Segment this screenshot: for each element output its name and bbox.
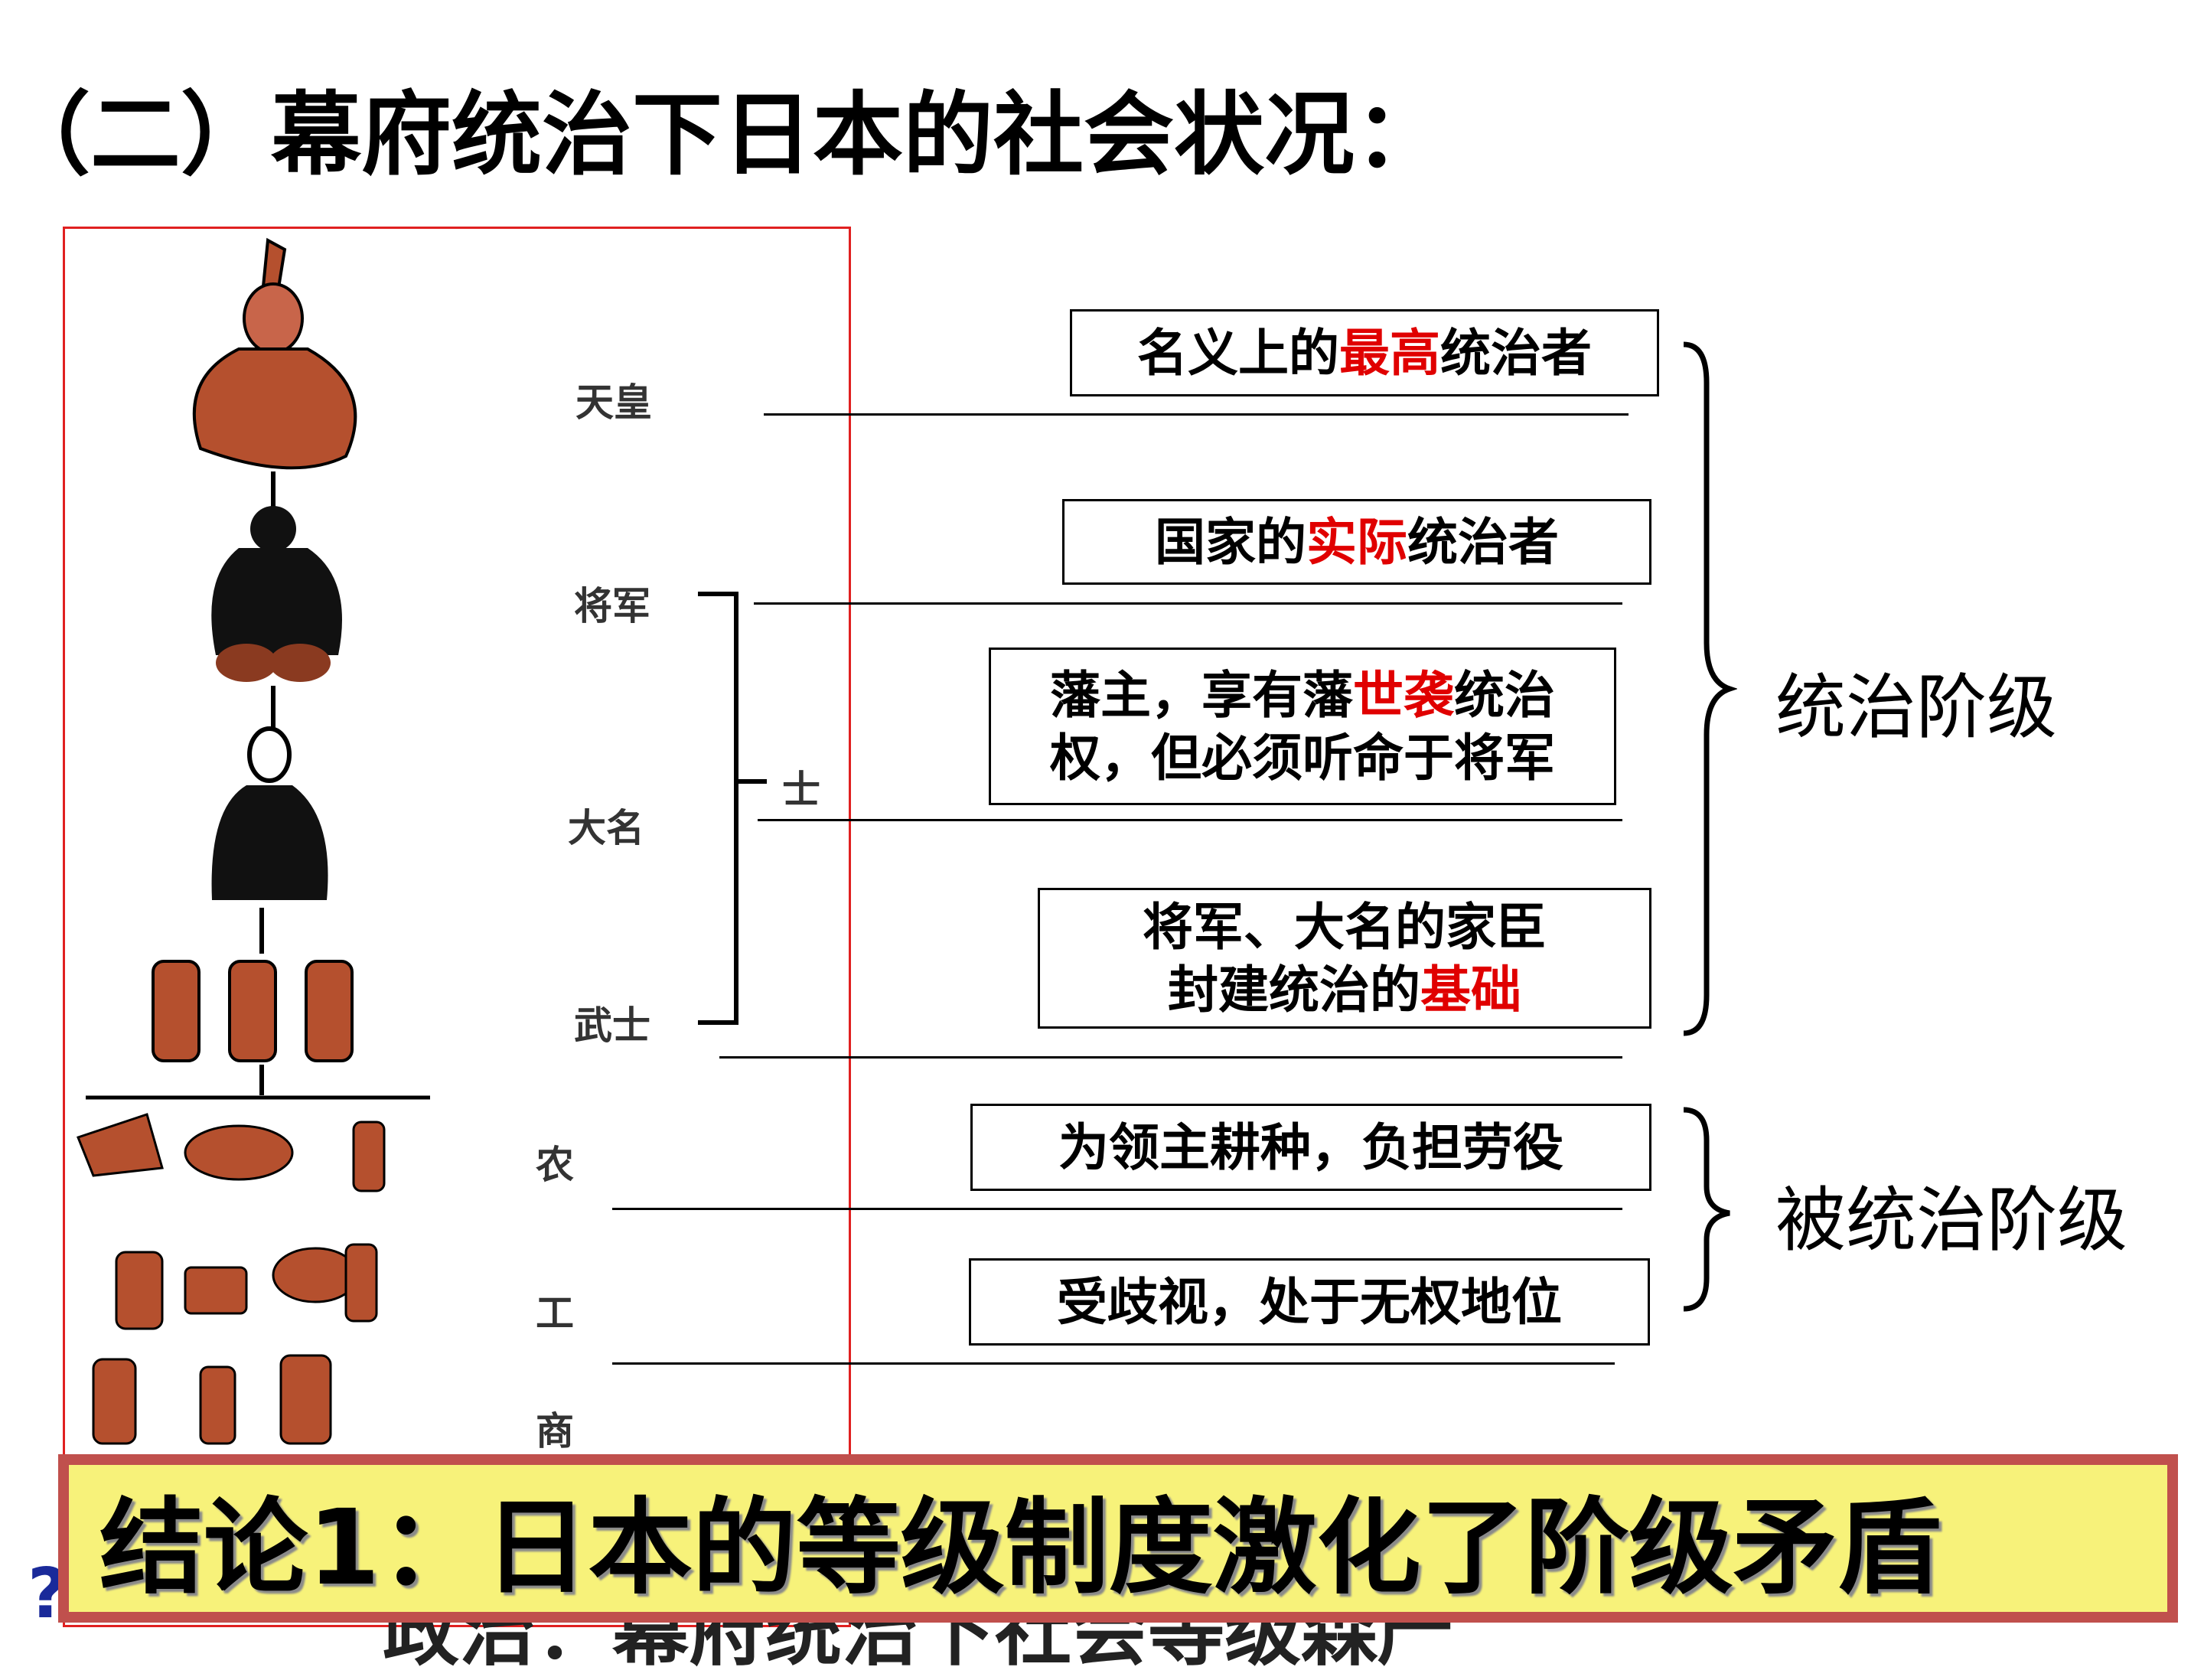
connector-line-shogun [754, 602, 1622, 605]
daimyo-figure-icon [211, 726, 328, 900]
description-box-emperor: 名义上的最高统治者 [1070, 309, 1659, 396]
desc-daimyo-line1-post: 统治 [1454, 664, 1555, 725]
connector-line-peasant [612, 1208, 1622, 1210]
desc-peasant: 为领主耕种，负担劳役 [1058, 1117, 1563, 1177]
desc-emperor-red: 最高 [1339, 322, 1440, 383]
rank-label-artisan: 工 [536, 1290, 574, 1336]
rank-label-shi: 士 [782, 767, 820, 812]
ruling-class-brace [1683, 341, 1737, 1036]
rank-label-shogun: 将军 [574, 583, 650, 628]
samurai-figures-icon [152, 960, 354, 1062]
description-box-shogun: 国家的实际统治者 [1062, 499, 1651, 585]
description-box-artisan-merchant: 受歧视，处于无权地位 [969, 1258, 1650, 1346]
desc-daimyo-line1-pre: 藩主，享有藩 [1050, 664, 1353, 725]
desc-daimyo-line2: 权，但必须听命于将军 [1050, 728, 1555, 788]
desc-samurai-line2-red: 基础 [1420, 960, 1521, 1019]
ruled-class-label: 被统治阶级 [1775, 1179, 2128, 1261]
conclusion-box: 结论1：日本的等级制度激化了阶级矛盾 [58, 1454, 2178, 1623]
rank-label-emperor: 天皇 [575, 380, 652, 425]
page-title: （二）幕府统治下日本的社会状况： [0, 82, 1446, 188]
ruling-class-label: 统治阶级 [1775, 667, 2058, 749]
description-box-samurai: 将军、大名的家臣 封建统治的基础 [1038, 888, 1651, 1029]
connector-line-emperor [764, 413, 1629, 416]
desc-shogun-pre: 国家的 [1155, 511, 1306, 572]
desc-emperor-pre: 名义上的 [1137, 322, 1339, 383]
shogun-figure-icon [211, 506, 342, 682]
peasant-figures-icon [77, 1113, 386, 1192]
emperor-figure-icon [192, 237, 357, 470]
hierarchy-illustration-frame [63, 227, 851, 1627]
rank-label-merchant: 商 [536, 1408, 574, 1453]
artisan-figures-icon [115, 1243, 378, 1330]
desc-emperor-post: 统治者 [1440, 322, 1592, 383]
desc-daimyo-line1-red: 世袭 [1353, 664, 1454, 725]
rank-label-samurai: 武士 [574, 1003, 650, 1048]
ruled-class-brace [1683, 1107, 1730, 1312]
connector-line-samurai [719, 1056, 1622, 1059]
hierarchy-illustration [77, 237, 767, 1445]
rank-label-daimyo: 大名 [568, 805, 644, 850]
description-box-daimyo: 藩主，享有藩世袭统治 权，但必须听命于将军 [989, 648, 1616, 805]
desc-shogun-post: 统治者 [1407, 511, 1559, 572]
desc-artisan-merchant: 受歧视，处于无权地位 [1057, 1271, 1562, 1332]
desc-shogun-red: 实际 [1306, 511, 1407, 572]
conclusion-text: 结论1：日本的等级制度激化了阶级矛盾 [99, 1487, 1942, 1609]
shi-bracket [698, 592, 738, 1025]
merchant-figures-icon [92, 1354, 332, 1445]
rank-label-peasant: 农 [536, 1142, 574, 1187]
connector-line-artisan [612, 1362, 1615, 1365]
desc-samurai-line1: 将军、大名的家臣 [1143, 896, 1547, 957]
description-box-peasant: 为领主耕种，负担劳役 [970, 1104, 1651, 1191]
desc-samurai-line2-pre: 封建统治的 [1168, 960, 1420, 1019]
connector-line-daimyo [758, 819, 1622, 821]
